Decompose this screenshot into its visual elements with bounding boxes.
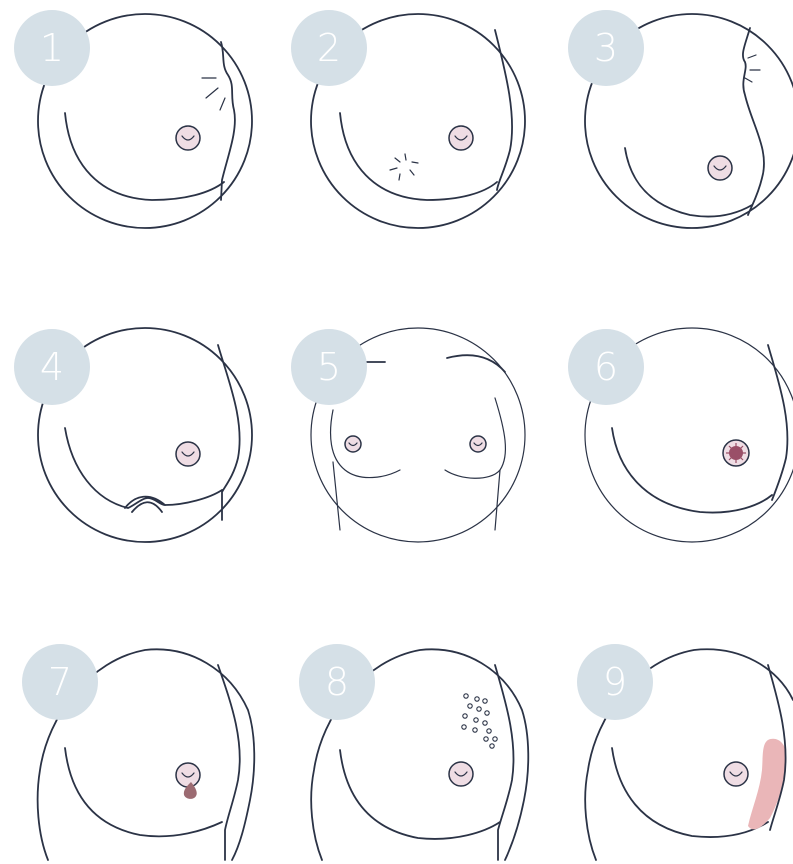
- panel-1-side-contour: [221, 42, 235, 200]
- panel-2-lump-rays: [390, 154, 418, 180]
- panel-5: 5: [291, 328, 525, 542]
- panel-1-nipple: [176, 126, 200, 150]
- panel-8-side-contour: [495, 665, 514, 860]
- panel-9-nipple: [724, 762, 748, 786]
- panel-4: 4: [14, 328, 252, 542]
- panel-2-breast-curve: [340, 113, 497, 200]
- panel-3: 3: [568, 10, 793, 228]
- panel-5-left-breast: [331, 410, 400, 478]
- panel-9-breast-curve: [612, 748, 768, 837]
- panel-5-nipple-left: [345, 436, 361, 452]
- panel-4-side-contour: [218, 345, 240, 520]
- panel-9: 9: [577, 644, 793, 860]
- panel-9-rash-patch: [748, 739, 786, 830]
- panel-3-breast-curve: [625, 148, 752, 217]
- panel-2: 2: [291, 10, 525, 228]
- panel-2-side-contour: [495, 30, 512, 190]
- panel-2-nipple: [449, 126, 473, 150]
- panel-8-breast-curve: [340, 750, 500, 839]
- panel-7-breast-curve: [65, 748, 222, 836]
- panel-4-nipple: [176, 442, 200, 466]
- panel-7: 7: [22, 644, 254, 860]
- panel-1-bulge-rays: [202, 78, 225, 110]
- panel-8: 8: [299, 644, 528, 860]
- panel-3-number: 3: [594, 26, 618, 70]
- panel-3-nipple: [708, 156, 732, 180]
- panel-6: 6: [568, 328, 793, 542]
- panel-5-shoulder-right: [447, 355, 505, 372]
- panel-1-number: 1: [40, 26, 64, 70]
- panel-6-side-contour: [768, 345, 787, 500]
- panel-6-nipple-rays: [726, 443, 746, 463]
- panel-4-number: 4: [40, 345, 64, 389]
- panel-5-nipple-right: [470, 436, 486, 452]
- panel-5-right-side: [495, 470, 500, 530]
- panel-8-pores: [462, 694, 497, 748]
- panel-8-nipple: [449, 762, 473, 786]
- panel-6-breast-curve: [612, 428, 772, 513]
- panel-7-nipple: [176, 763, 200, 787]
- panel-1-breast-curve: [65, 113, 224, 200]
- panel-5-left-side: [333, 462, 340, 530]
- panel-6-number: 6: [594, 345, 618, 389]
- panel-2-number: 2: [317, 26, 341, 70]
- panel-7-number: 7: [48, 660, 72, 704]
- panel-5-number: 5: [317, 345, 341, 389]
- panel-8-number: 8: [325, 660, 349, 704]
- panel-3-dimple-rays: [745, 55, 760, 82]
- panel-7-side-contour: [218, 665, 240, 860]
- panel-1: 1: [14, 10, 252, 228]
- panel-9-number: 9: [603, 660, 627, 704]
